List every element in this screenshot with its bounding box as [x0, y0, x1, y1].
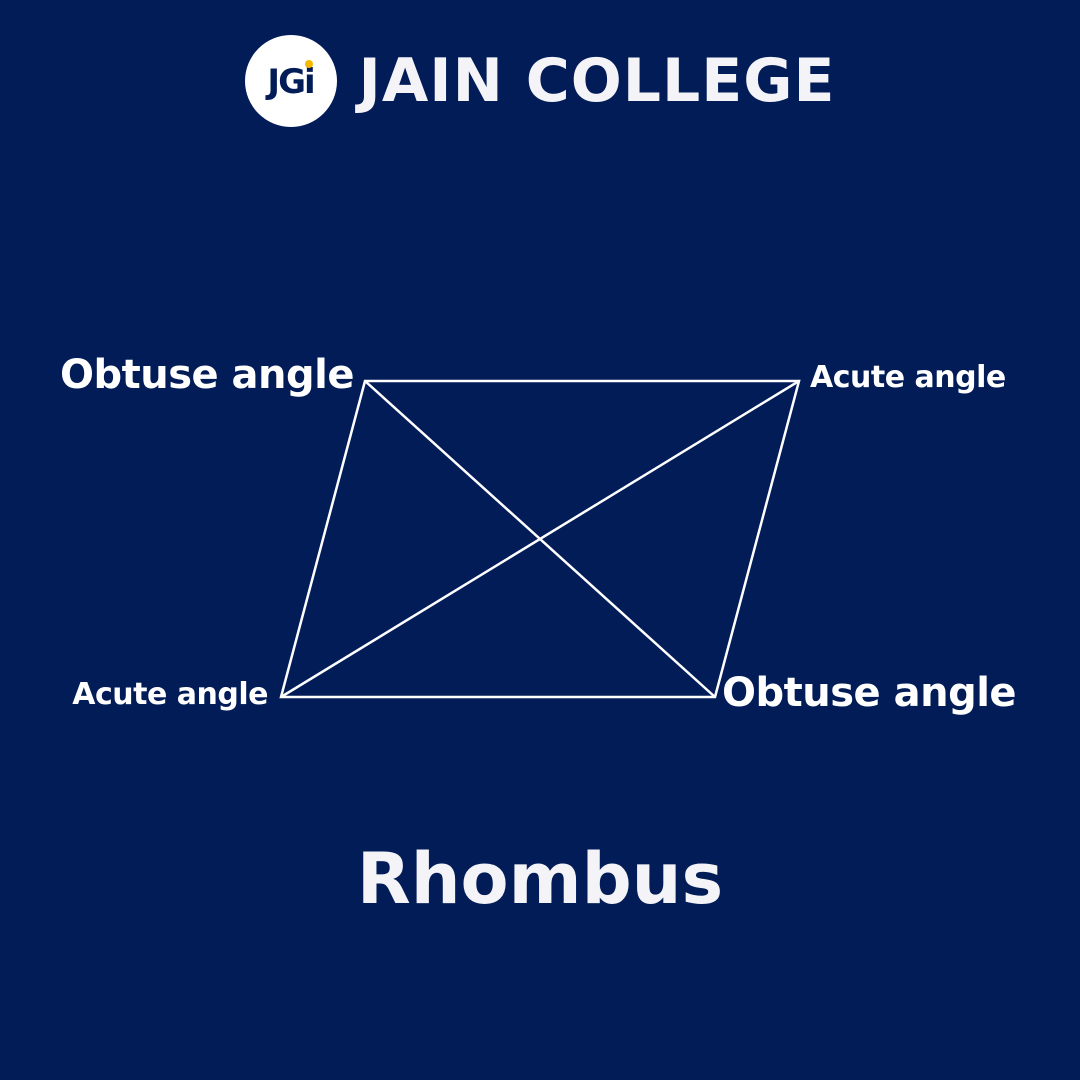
- top-left-angle-label: Obtuse angle: [59, 352, 355, 398]
- bottom-left-angle-label: Acute angle: [72, 677, 268, 712]
- logo-accent-dot: [304, 60, 313, 68]
- top-right-angle-label: Acute angle: [810, 360, 1006, 395]
- logo-text: JGi: [267, 62, 315, 102]
- college-name: JAIN COLLEGE: [358, 46, 836, 116]
- jgi-logo: JGi: [244, 35, 337, 127]
- header: JGi JAIN COLLEGE: [0, 35, 1080, 127]
- bottom-right-angle-label: Obtuse angle: [722, 670, 1017, 716]
- shape-title: Rhombus: [356, 838, 724, 920]
- diagonal-short: [280, 379, 800, 699]
